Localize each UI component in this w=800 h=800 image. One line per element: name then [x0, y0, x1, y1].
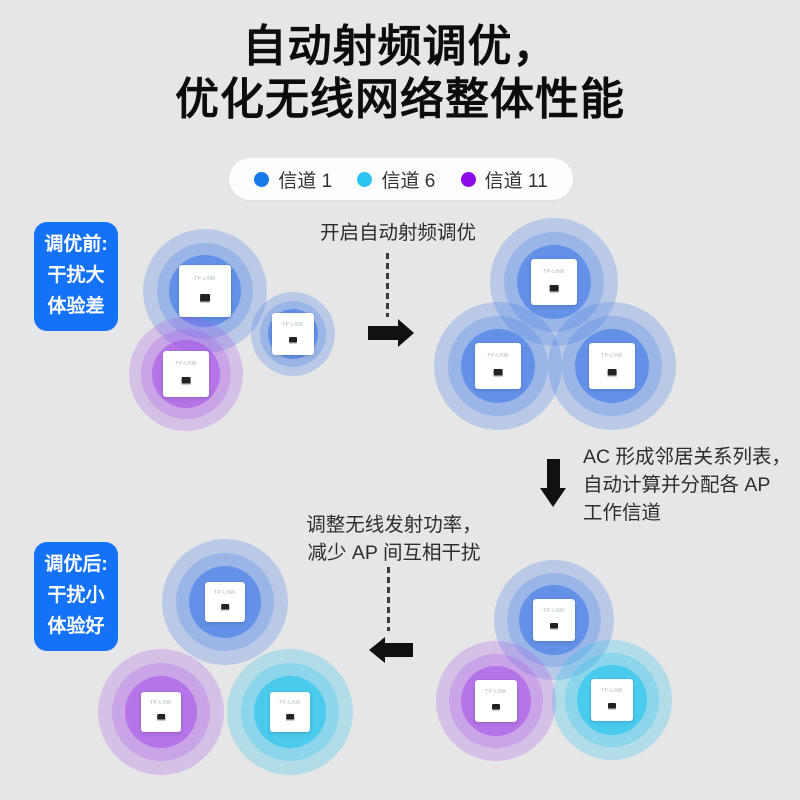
before-badge-line2: 干扰大: [47, 265, 105, 286]
legend-item-channel-11: 信道 11: [460, 166, 548, 193]
legend-label-channel-6: 信道 6: [381, 170, 436, 192]
ap-brand-label: TP-LINK: [279, 700, 301, 707]
ethernet-port-icon: [157, 714, 165, 722]
legend-item-channel-6: 信道 6: [357, 166, 435, 193]
ethernet-port-icon: [200, 294, 210, 303]
page-title-line1: 自动射频调优，: [242, 22, 558, 71]
ethernet-port-icon: [550, 622, 558, 630]
ethernet-port-icon: [607, 368, 617, 377]
before-tuning-badge: 调优前: 干扰大 体验差: [34, 222, 118, 331]
after-badge-line1: 调优后:: [44, 554, 108, 575]
access-point-device-assigned-ap-top: TP-LINK: [533, 599, 575, 641]
after-badge-line2: 干扰小: [47, 585, 105, 606]
ap-brand-label: TP-LINK: [485, 688, 507, 695]
ethernet-port-icon: [221, 604, 229, 612]
ap-brand-label: TP-LINK: [543, 607, 565, 614]
access-point-device-before-ap-top: TP-LINK: [179, 265, 231, 317]
assignment-note-line1: AC 形成邻居关系列表，: [583, 446, 792, 468]
arrow-left-body: [385, 643, 413, 657]
dashed-connector-top: [386, 253, 389, 317]
assignment-note-line2: 自动计算并分配各 AP: [583, 474, 771, 496]
assignment-note-line3: 工作信道: [583, 502, 662, 524]
ethernet-port-icon: [493, 368, 503, 377]
access-point-device-before-ap-right: TP-LINK: [272, 313, 314, 355]
arrow-left-head: [369, 637, 385, 663]
legend-label-channel-11: 信道 11: [484, 170, 548, 192]
ap-brand-label: TP-LINK: [543, 268, 565, 275]
arrow-down-body: [547, 459, 560, 488]
legend-label-channel-1: 信道 1: [278, 170, 333, 192]
access-point-device-enabled-ap-right: TP-LINK: [589, 343, 635, 389]
ethernet-port-icon: [549, 284, 559, 293]
arrow-down-icon: [540, 459, 567, 507]
arrow-left-icon: [369, 637, 414, 663]
power-note-line2: 减少 AP 间互相干扰: [307, 542, 481, 564]
enable-tuning-note: 开启自动射频调优: [319, 222, 476, 244]
page-title: 自动射频调优， 优化无线网络整体性能: [0, 20, 800, 126]
ethernet-port-icon: [289, 336, 297, 344]
access-point-device-tuned-ap-top: TP-LINK: [205, 582, 245, 622]
power-note-line1: 调整无线发射功率，: [306, 514, 482, 536]
before-badge-line3: 体验差: [47, 296, 105, 317]
ethernet-port-icon: [286, 714, 294, 722]
ap-brand-label: TP-LINK: [150, 700, 172, 707]
ap-brand-label: TP-LINK: [194, 275, 216, 282]
ap-brand-label: TP-LINK: [282, 321, 304, 328]
access-point-device-before-ap-bottom: TP-LINK: [163, 351, 209, 397]
arrow-right-head: [398, 319, 414, 347]
after-badge-line3: 体验好: [47, 616, 105, 637]
access-point-device-assigned-ap-right: TP-LINK: [591, 679, 633, 721]
after-tuning-badge: 调优后: 干扰小 体验好: [34, 542, 118, 651]
ethernet-port-icon: [492, 703, 500, 711]
arrow-down-head: [540, 488, 566, 507]
arrow-right-icon: [368, 319, 414, 347]
access-point-device-assigned-ap-left: TP-LINK: [475, 680, 517, 722]
ethernet-port-icon: [608, 702, 616, 710]
channel-6-dot-icon: [357, 171, 373, 187]
access-point-device-enabled-ap-left: TP-LINK: [475, 343, 521, 389]
ethernet-port-icon: [181, 376, 191, 385]
power-adjustment-note: 调整无线发射功率， 减少 AP 间互相干扰: [283, 511, 505, 567]
access-point-device-enabled-ap-top: TP-LINK: [531, 259, 577, 305]
ap-brand-label: TP-LINK: [487, 352, 509, 359]
dashed-connector-bottom: [387, 567, 390, 631]
ap-brand-label: TP-LINK: [175, 360, 197, 367]
ap-brand-label: TP-LINK: [601, 687, 623, 694]
arrow-right-body: [368, 326, 398, 340]
ap-brand-label: TP-LINK: [214, 590, 236, 597]
ap-brand-label: TP-LINK: [601, 352, 623, 359]
legend-item-channel-1: 信道 1: [254, 166, 332, 193]
channel-11-dot-icon: [460, 171, 476, 187]
access-point-device-tuned-ap-right: TP-LINK: [270, 692, 310, 732]
channel-1-dot-icon: [254, 171, 270, 187]
before-badge-line1: 调优前:: [44, 234, 108, 255]
channel-legend: 信道 1 信道 6 信道 11: [229, 158, 573, 200]
access-point-device-tuned-ap-left: TP-LINK: [141, 692, 181, 732]
page-title-line2: 优化无线网络整体性能: [175, 75, 625, 124]
channel-assignment-note: AC 形成邻居关系列表， 自动计算并分配各 AP 工作信道: [583, 443, 798, 527]
